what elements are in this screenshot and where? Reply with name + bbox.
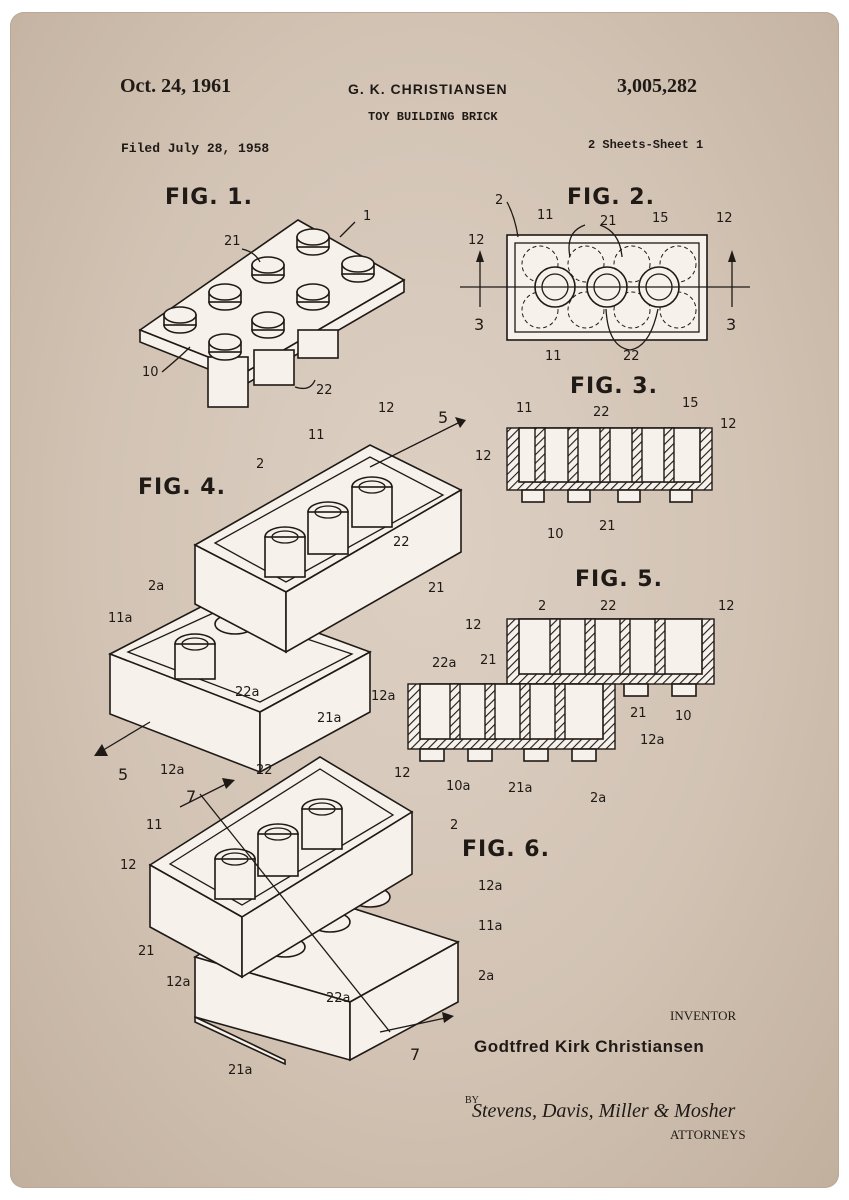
reference-numeral: 12 <box>475 449 492 464</box>
reference-numeral: 5 <box>438 408 448 427</box>
fig4-drawing: 5 5 12 11 2 22 21 2a 11a 22a 21a 12a <box>94 401 466 784</box>
reference-numeral: 22 <box>623 349 640 364</box>
fig2-drawing: 3 3 2 11 21 15 12 12 11 22 <box>460 193 750 364</box>
reference-numeral: 12 <box>394 766 411 781</box>
fig1-drawing: 1 21 10 22 <box>138 209 406 408</box>
inventor-name-header: G. K. CHRISTIANSEN <box>348 81 508 97</box>
reference-numeral: 11 <box>545 349 562 364</box>
reference-numeral: 22a <box>326 991 351 1006</box>
reference-numeral: 21 <box>428 581 445 596</box>
reference-numeral: 3 <box>726 315 736 334</box>
reference-numeral: 12 <box>720 417 737 432</box>
fig3-label: FIG. 3. <box>570 374 658 399</box>
reference-numeral: 11 <box>308 428 325 443</box>
reference-numeral: 21 <box>224 234 241 249</box>
reference-numeral: 2 <box>538 599 546 614</box>
reference-numeral: 12a <box>166 975 191 990</box>
reference-numeral: 21a <box>228 1063 253 1078</box>
reference-numeral: 2 <box>450 818 458 833</box>
ref-1: 1 <box>363 209 371 224</box>
reference-numeral: 12a <box>478 879 503 894</box>
fig5-drawing: 2 22 12 12 22a 21 12a 21 10 12a 10a 21a … <box>371 599 735 806</box>
filed-date: Filed July 28, 1958 <box>121 141 270 156</box>
reference-numeral: 12a <box>160 763 185 778</box>
reference-numeral: 12a <box>371 689 396 704</box>
inventor-name: Godtfred Kirk Christiansen <box>474 1037 705 1056</box>
reference-numeral: 11 <box>537 208 554 223</box>
patent-sheet: Oct. 24, 1961 G. K. CHRISTIANSEN 3,005,2… <box>10 12 839 1188</box>
reference-numeral: 2 <box>256 457 264 472</box>
reference-numeral: 12 <box>120 858 137 873</box>
reference-numeral: 12 <box>468 233 485 248</box>
reference-numeral: 22 <box>393 535 410 550</box>
reference-numeral: 12 <box>378 401 395 416</box>
reference-numeral: 11a <box>108 611 133 626</box>
reference-numeral: 2 <box>495 193 503 208</box>
reference-numeral: 7 <box>410 1045 420 1064</box>
reference-numeral: 7 <box>186 787 196 806</box>
reference-numeral: 22 <box>593 405 610 420</box>
fig2-label: FIG. 2. <box>567 185 655 210</box>
reference-numeral: 12 <box>465 618 482 633</box>
reference-numeral: 21a <box>508 781 533 796</box>
reference-numeral: 2a <box>590 791 606 806</box>
reference-numeral: 22a <box>432 656 457 671</box>
reference-numeral: 21 <box>599 519 616 534</box>
reference-numeral: 22 <box>256 763 273 778</box>
reference-numeral: 22 <box>316 383 333 398</box>
reference-numeral: 11a <box>478 919 503 934</box>
reference-numeral: 11 <box>146 818 163 833</box>
patent-date: Oct. 24, 1961 <box>120 75 232 97</box>
fig5-label: FIG. 5. <box>575 567 663 592</box>
reference-numeral: 10 <box>547 527 564 542</box>
inventor-label: INVENTOR <box>670 1008 737 1023</box>
fig4-label: FIG. 4. <box>138 475 226 500</box>
reference-numeral: 10 <box>142 365 159 380</box>
reference-numeral: 12a <box>640 733 665 748</box>
reference-numeral: 10a <box>446 779 471 794</box>
reference-numeral: 21 <box>138 944 155 959</box>
fig6-label: FIG. 6. <box>462 837 550 862</box>
reference-numeral: 21 <box>600 214 617 229</box>
by-label: BY <box>465 1095 479 1106</box>
reference-numeral: 12 <box>716 211 733 226</box>
reference-numeral: 11 <box>516 401 533 416</box>
patent-drawings: 1 21 10 22 3 3 2 11 21 15 12 1 <box>94 193 750 1078</box>
reference-numeral: 21 <box>480 653 497 668</box>
reference-numeral: 5 <box>118 765 128 784</box>
reference-numeral: 3 <box>474 315 484 334</box>
reference-numeral: 22 <box>600 599 617 614</box>
reference-numeral: 2a <box>478 969 494 984</box>
fig6-drawing: 7 7 22 12 2 11 12 12a 11a 2a 21 12a 22a … <box>120 756 503 1078</box>
fig1-label: FIG. 1. <box>165 185 253 210</box>
fig3-drawing: 11 22 15 12 12 10 21 <box>475 396 737 542</box>
sheet-count: 2 Sheets-Sheet 1 <box>588 138 704 152</box>
patent-title: TOY BUILDING BRICK <box>368 110 498 124</box>
reference-numeral: 2a <box>148 579 164 594</box>
reference-numeral: 21a <box>317 711 342 726</box>
attorneys-signature: Stevens, Davis, Miller & Mosher <box>472 1100 736 1122</box>
reference-numeral: 10 <box>675 709 692 724</box>
reference-numeral: 21 <box>630 706 647 721</box>
reference-numeral: 15 <box>682 396 699 411</box>
patent-number: 3,005,282 <box>617 75 697 97</box>
attorneys-label: ATTORNEYS <box>670 1127 746 1142</box>
reference-numeral: 15 <box>652 211 669 226</box>
reference-numeral: 12 <box>718 599 735 614</box>
reference-numeral: 22a <box>235 685 260 700</box>
